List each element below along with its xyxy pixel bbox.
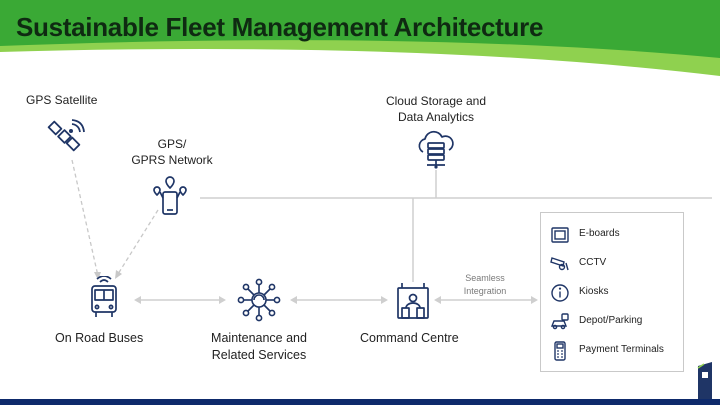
corner-logo-icon [697,362,712,400]
seamless-integration-label: Seamless Integration [455,272,515,298]
payment-terminal-icon [554,341,566,361]
endpoint-devices-panel: E-boards CCTV Kiosks Depot/Parking Payme… [540,212,684,372]
page-title: Sustainable Fleet Management Architectur… [16,12,544,42]
bus-icon [91,276,117,317]
gprs-network-label-line1: GPS/ [157,137,187,151]
seamless-line1: Seamless [465,273,505,283]
seamless-line2: Integration [463,286,507,296]
legend-item-kiosks: Kiosks [541,281,683,307]
maintenance-label-line1: Maintenance and [211,331,307,345]
cloud-server-icon [418,130,454,169]
eboard-icon [551,227,569,243]
legend-label-kiosks: Kiosks [579,286,609,297]
command-centre-icon [397,283,429,319]
gps-satellite-label: GPS Satellite [26,93,98,107]
maintenance-hub-icon [237,278,281,322]
satellite-icon [47,119,85,152]
gprs-network-label-line2: GPRS Network [131,153,213,167]
title-banner [0,0,720,76]
legend-label-eboards: E-boards [579,228,620,239]
gps-network-icon [153,176,187,215]
legend-label-payment: Payment Terminals [579,344,664,355]
footer-bar [0,399,720,405]
cctv-icon [550,257,569,271]
legend-item-cctv: CCTV [541,252,683,278]
cloud-label-line1: Cloud Storage and [385,94,487,108]
info-kiosk-icon [551,284,569,302]
gprs-network-label: GPS/ GPRS Network [122,136,222,168]
legend-item-depot: Depot/Parking [541,310,683,336]
command-label: Command Centre [360,331,459,345]
cloud-label: Cloud Storage and Data Analytics [372,93,500,125]
legend-label-cctv: CCTV [579,257,607,268]
cloud-label-line2: Data Analytics [397,110,475,124]
legend-label-depot: Depot/Parking [579,315,643,326]
maintenance-label: Maintenance and Related Services [200,330,318,364]
depot-parking-icon [550,313,569,330]
legend-item-payment: Payment Terminals [541,339,683,365]
buses-label: On Road Buses [55,331,144,345]
maintenance-label-line2: Related Services [211,348,307,362]
legend-item-eboards: E-boards [541,223,683,249]
